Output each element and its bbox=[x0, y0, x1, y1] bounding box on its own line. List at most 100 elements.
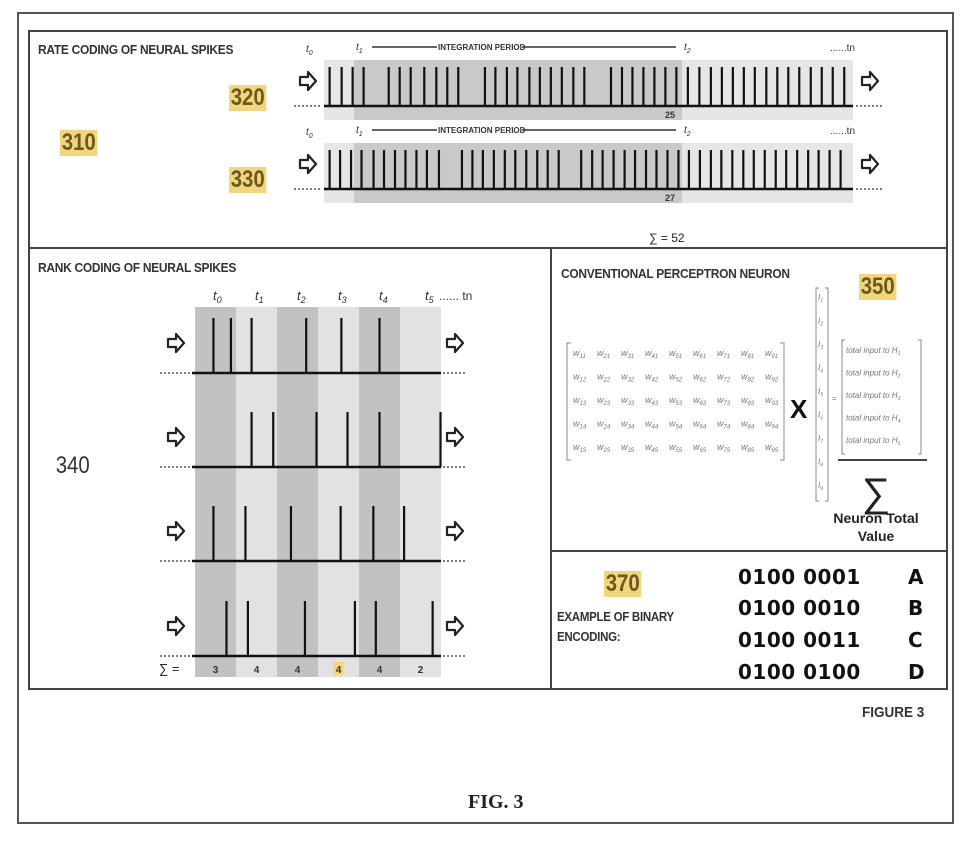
weight-entry: w11 bbox=[573, 348, 586, 360]
rank-time-column bbox=[318, 307, 359, 677]
time-label-t2: t2 bbox=[684, 125, 691, 138]
rank-sum-value: 4 bbox=[377, 665, 383, 676]
input-arrow-icon bbox=[298, 70, 318, 92]
matrix-bracket-right bbox=[780, 342, 785, 461]
integration-count: 25 bbox=[665, 110, 675, 120]
input-entry: I7 bbox=[818, 434, 823, 445]
neuron-total-line2: Value bbox=[857, 528, 895, 544]
input-entry: I2 bbox=[818, 317, 823, 328]
rank-time-label-tn: ...... tn bbox=[439, 289, 472, 303]
binary-code-b: 0100 0010 bbox=[738, 596, 861, 620]
weight-entry: w45 bbox=[645, 442, 659, 454]
output-entry: total input to H1 bbox=[846, 346, 901, 357]
weight-entry: w91 bbox=[765, 348, 778, 360]
weight-entry: w51 bbox=[669, 348, 682, 360]
weight-entry: w85 bbox=[741, 442, 755, 454]
output-arrow-icon bbox=[445, 615, 465, 637]
figure-caption: FIG. 3 bbox=[468, 791, 524, 813]
weight-entry: w24 bbox=[597, 419, 611, 431]
weight-entry: w21 bbox=[597, 348, 610, 360]
multiply-sign: X bbox=[790, 394, 808, 424]
ref-370: 370 bbox=[604, 570, 642, 597]
input-arrow-icon bbox=[166, 615, 186, 637]
rank-time-label: t4 bbox=[379, 288, 388, 305]
rank-time-column bbox=[277, 307, 318, 677]
ref-340: 340 bbox=[55, 452, 90, 479]
weight-entry: w35 bbox=[621, 442, 635, 454]
ref-330: 330 bbox=[229, 166, 267, 193]
output-bracket-left bbox=[841, 339, 845, 455]
time-label-tn: ......tn bbox=[830, 43, 855, 54]
weight-entry: w54 bbox=[669, 419, 683, 431]
weight-entry: w41 bbox=[645, 348, 658, 360]
weight-entry: w53 bbox=[669, 395, 683, 407]
time-label-t0: t0 bbox=[306, 127, 313, 140]
rank-sum-value: 4 bbox=[295, 665, 301, 676]
weight-entry: w52 bbox=[669, 372, 683, 384]
input-entry: I1 bbox=[818, 293, 823, 304]
integration-period-shade bbox=[354, 143, 682, 203]
weight-entry: w31 bbox=[621, 348, 634, 360]
weight-entry: w25 bbox=[597, 442, 611, 454]
vector-bracket-right bbox=[825, 287, 829, 502]
weight-entry: w43 bbox=[645, 395, 659, 407]
ref-320: 320 bbox=[229, 84, 267, 111]
weight-entry: w81 bbox=[741, 348, 754, 360]
rank-time-column bbox=[400, 307, 441, 677]
binary-label-line2: ENCODING: bbox=[557, 630, 621, 644]
binary-code-d: 0100 0100 bbox=[738, 660, 861, 684]
weight-entry: w93 bbox=[765, 395, 779, 407]
weight-entry: w92 bbox=[765, 372, 779, 384]
weight-entry: w72 bbox=[717, 372, 731, 384]
binary-letter-c: C bbox=[908, 628, 923, 652]
weight-entry: w65 bbox=[693, 442, 707, 454]
integration-period-label: INTEGRATION PERIOD bbox=[438, 43, 526, 52]
rank-time-label: t2 bbox=[297, 288, 306, 305]
weight-entry: w83 bbox=[741, 395, 755, 407]
rank-time-label: t0 bbox=[213, 288, 222, 305]
binary-letter-b: B bbox=[908, 596, 924, 620]
time-label-t1: t1 bbox=[356, 42, 363, 55]
weight-entry: w33 bbox=[621, 395, 635, 407]
highlight-box bbox=[333, 662, 344, 675]
figure-label: FIGURE 3 bbox=[862, 704, 925, 721]
output-entry: total input to H2 bbox=[846, 369, 901, 380]
input-arrow-icon bbox=[298, 153, 318, 175]
weight-entry: w61 bbox=[693, 348, 706, 360]
rank-sum-value: 4 bbox=[254, 665, 260, 676]
time-label-tn: ......tn bbox=[830, 126, 855, 137]
output-entry: total input to H4 bbox=[846, 414, 901, 425]
weight-entry: w73 bbox=[717, 395, 731, 407]
output-arrow-icon bbox=[860, 70, 880, 92]
vector-bracket-left bbox=[815, 287, 819, 502]
input-entry: I9 bbox=[818, 481, 823, 492]
rank-sum-value: 4 bbox=[336, 665, 342, 676]
rank-time-label: t1 bbox=[255, 288, 264, 305]
weight-entry: w74 bbox=[717, 419, 731, 431]
weight-entry: w71 bbox=[717, 348, 730, 360]
weight-entry: w94 bbox=[765, 419, 779, 431]
input-entry: I8 bbox=[818, 458, 823, 469]
weight-entry: w75 bbox=[717, 442, 731, 454]
weight-entry: w63 bbox=[693, 395, 707, 407]
neuron-total-label: Neuron Total Value bbox=[826, 509, 926, 545]
rank-coding-title: RANK CODING OF NEURAL SPIKES bbox=[38, 260, 237, 275]
output-arrow-icon bbox=[445, 426, 465, 448]
input-arrow-icon bbox=[166, 426, 186, 448]
rank-sum-value: 3 bbox=[213, 665, 219, 676]
output-entry: total input to H5 bbox=[846, 436, 901, 447]
time-label-t1: t1 bbox=[356, 125, 363, 138]
weight-entry: w12 bbox=[573, 372, 587, 384]
perceptron-title: CONVENTIONAL PERCEPTRON NEURON bbox=[561, 266, 790, 281]
weight-entry: w23 bbox=[597, 395, 611, 407]
rank-time-column bbox=[195, 307, 236, 677]
rank-time-column bbox=[236, 307, 277, 677]
weight-entry: w95 bbox=[765, 442, 779, 454]
input-entry: I5 bbox=[818, 387, 823, 398]
binary-letter-d: D bbox=[908, 660, 925, 684]
input-entry: I4 bbox=[818, 364, 823, 375]
equals-sign: = bbox=[832, 394, 837, 403]
weight-entry: w42 bbox=[645, 372, 659, 384]
